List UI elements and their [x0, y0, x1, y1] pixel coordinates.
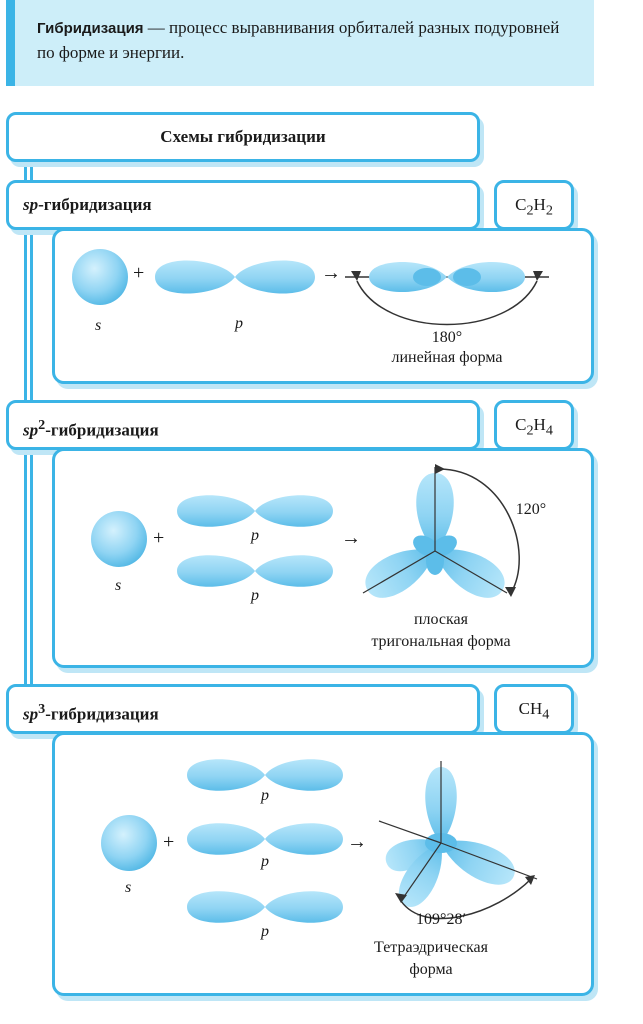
angle-arc — [356, 280, 538, 326]
sp3-label-sup: 3 — [38, 701, 46, 717]
sp2-label-sup: 2 — [38, 417, 46, 433]
angle-label: 109°28′ — [416, 911, 466, 928]
arc-arrowhead — [533, 271, 543, 281]
arc-arrowhead — [351, 271, 361, 281]
definition-box: Гибридизация — процесс выравнивания орби… — [6, 0, 594, 86]
plus-sign: + — [133, 262, 145, 284]
sp3-label-rest: -гибридизация — [45, 704, 159, 724]
sp-diagram — [72, 249, 549, 326]
sp3-diagram — [101, 759, 538, 923]
formula-element-c: C — [515, 195, 527, 214]
sp3-tetrahedral-shape — [378, 761, 538, 907]
arc-arrowhead — [395, 893, 407, 903]
sp2-trigonal-shape — [362, 467, 508, 598]
formula-element-h: H — [533, 415, 546, 434]
p-label: p — [261, 923, 269, 940]
p-label: p — [235, 315, 243, 332]
sp2-formula: C2H4 — [494, 400, 574, 450]
shape-label: линейная форма — [391, 349, 503, 366]
p-orbital — [187, 891, 343, 923]
arc-arrowhead — [525, 875, 535, 885]
s-label: s — [95, 317, 102, 334]
definition-term: Гибридизация — [37, 20, 144, 37]
angle-label: 120° — [515, 501, 547, 518]
p-orbital — [177, 495, 333, 527]
plus-sign: + — [153, 527, 165, 549]
sp2-label-rest: -гибридизация — [45, 420, 159, 440]
arrow-sign: → — [321, 262, 341, 284]
angle-arc — [438, 468, 520, 594]
angle-arc — [400, 878, 532, 920]
arrow-sign: → — [347, 831, 367, 853]
shape-label-line2: тригональная форма — [371, 633, 511, 650]
definition-text: — процесс выравнивания орбиталей разных … — [37, 18, 560, 62]
shape-label-line1: Тетраэдрическая — [374, 939, 488, 956]
sp2-panel: + → s p p 120° плоская тригональная форм… — [52, 448, 594, 668]
sp3-axis — [378, 820, 442, 844]
formula-subscript: 4 — [542, 706, 550, 723]
sp-label-main: sp — [23, 195, 39, 214]
formula-element-ch: CH — [518, 699, 543, 718]
sp-label-rest: -гибридизация — [38, 195, 152, 214]
formula-subscript: 2 — [526, 202, 534, 219]
p-orbital — [187, 759, 343, 791]
p-orbital — [187, 823, 343, 855]
s-label: s — [125, 879, 132, 896]
sp2-label: sp2-гибридизация — [6, 400, 480, 450]
p-label: p — [251, 527, 259, 544]
sp-small-lobe — [413, 268, 441, 286]
p-label: p — [261, 853, 269, 870]
plus-sign: + — [163, 831, 175, 853]
s-orbital — [72, 249, 128, 305]
arc-arrowhead — [435, 464, 445, 474]
shape-label-line1: плоская — [413, 611, 469, 628]
s-orbital — [91, 511, 147, 567]
s-label: s — [115, 577, 122, 594]
arc-arrowhead — [505, 587, 516, 597]
sp3-formula: CH4 — [494, 684, 574, 734]
sp3-lobe — [441, 840, 515, 885]
schemes-title: Схемы гибридизации — [6, 112, 480, 162]
formula-subscript: 2 — [545, 202, 553, 219]
sp2-axis — [362, 550, 436, 594]
sp-label: sp-гибридизация — [6, 180, 480, 230]
sp3-axis — [400, 842, 442, 902]
angle-label: 180° — [431, 329, 463, 346]
sp-panel: + → s p 180° линейная форма — [52, 228, 594, 384]
sp2-label-main: sp — [23, 420, 39, 440]
sp3-axis — [440, 842, 538, 880]
sp3-panel: + → s p p p 109°28′ Тетраэдрическая форм… — [52, 732, 594, 996]
p-orbital — [155, 260, 315, 294]
p-label: p — [251, 587, 259, 604]
sp-formula: C2H2 — [494, 180, 574, 230]
shape-label-line2: форма — [409, 961, 453, 978]
formula-subscript: 4 — [545, 422, 553, 439]
sp3-label: sp3-гибридизация — [6, 684, 480, 734]
formula-element-h: H — [533, 195, 546, 214]
sp2-axis — [434, 550, 508, 594]
sp2-small-lobe — [431, 535, 457, 557]
sp-small-lobe — [453, 268, 481, 286]
arrow-sign: → — [341, 527, 361, 549]
s-orbital — [101, 815, 157, 871]
sp2-diagram — [91, 464, 520, 598]
formula-subscript: 2 — [526, 422, 534, 439]
formula-element-c: C — [515, 415, 527, 434]
sp3-lobe — [398, 843, 442, 907]
sp3-label-main: sp — [23, 704, 39, 724]
p-orbital — [177, 555, 333, 587]
p-label: p — [261, 787, 269, 804]
